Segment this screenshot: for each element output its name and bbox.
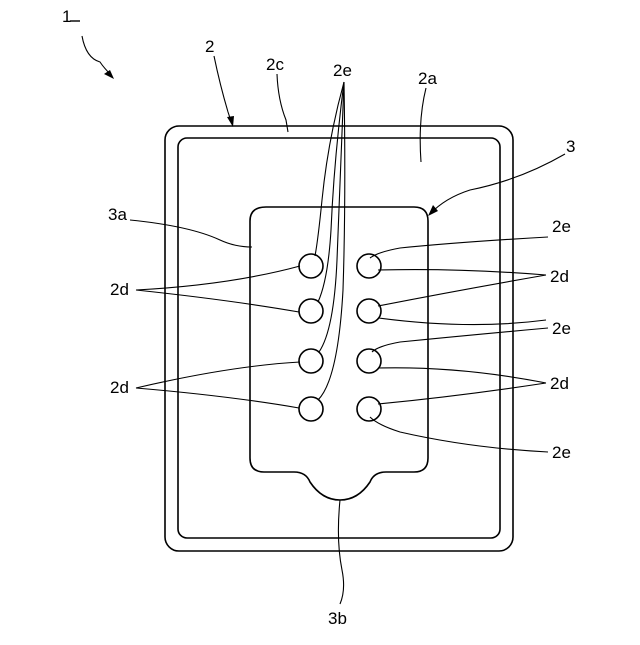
inner-plate-outline	[250, 207, 428, 500]
hole-right-2	[357, 299, 381, 323]
leader-2d-right-1c	[379, 318, 546, 325]
leader-1	[82, 36, 112, 76]
leader-2d-left-lower-a	[136, 362, 300, 388]
hole-left-2	[299, 299, 323, 323]
ref-label-2c: 2c	[266, 55, 284, 74]
leader-2	[214, 56, 232, 124]
leader-2d-right-2b	[378, 383, 546, 404]
arrowhead-3	[428, 205, 438, 216]
leader-3a	[130, 220, 252, 247]
hole-right-3	[357, 349, 381, 373]
ref-label-2d-left-lower: 2d	[110, 378, 129, 397]
leader-2d-left-upper-b	[136, 290, 299, 312]
leader-2e-top-1	[315, 82, 344, 256]
leader-3	[430, 154, 565, 214]
ref-label-2e-right-1: 2e	[552, 217, 571, 236]
ref-label-3a: 3a	[108, 205, 127, 224]
leader-2a	[420, 88, 426, 162]
ref-label-2e-right-2: 2e	[552, 319, 571, 338]
hole-right-4	[357, 397, 381, 421]
ref-label-2d-right-2: 2d	[550, 374, 569, 393]
ref-label-2e-right-3: 2e	[552, 443, 571, 462]
ref-label-2d-left-upper: 2d	[110, 280, 129, 299]
hole-left-4	[299, 397, 323, 421]
leader-2e-right-2	[372, 328, 548, 352]
ref-label-2e-top: 2e	[333, 61, 352, 80]
ref-label-2: 2	[205, 37, 214, 56]
leader-2d-right-2a	[378, 368, 546, 383]
leader-2c	[277, 74, 288, 132]
leader-2d-right-1b	[378, 275, 546, 306]
ref-label-3: 3	[566, 137, 575, 156]
ref-label-2a: 2a	[418, 69, 437, 88]
leader-3b	[338, 500, 343, 604]
leader-2e-top-4	[318, 82, 345, 400]
leader-2d-left-lower-b	[136, 388, 299, 408]
ref-label-2d-right-1: 2d	[550, 267, 569, 286]
leader-2e-right-3	[370, 417, 548, 452]
hole-right-1	[357, 254, 381, 278]
ref-label-1: 1	[62, 7, 71, 26]
ref-label-3b: 3b	[328, 609, 347, 628]
leader-2d-right-1a	[378, 270, 546, 275]
leader-2d-left-upper-a	[136, 266, 300, 290]
leader-2e-right-1	[370, 237, 548, 258]
hole-left-3	[299, 349, 323, 373]
arrowhead-1	[104, 70, 114, 79]
hole-left-1	[299, 254, 323, 278]
